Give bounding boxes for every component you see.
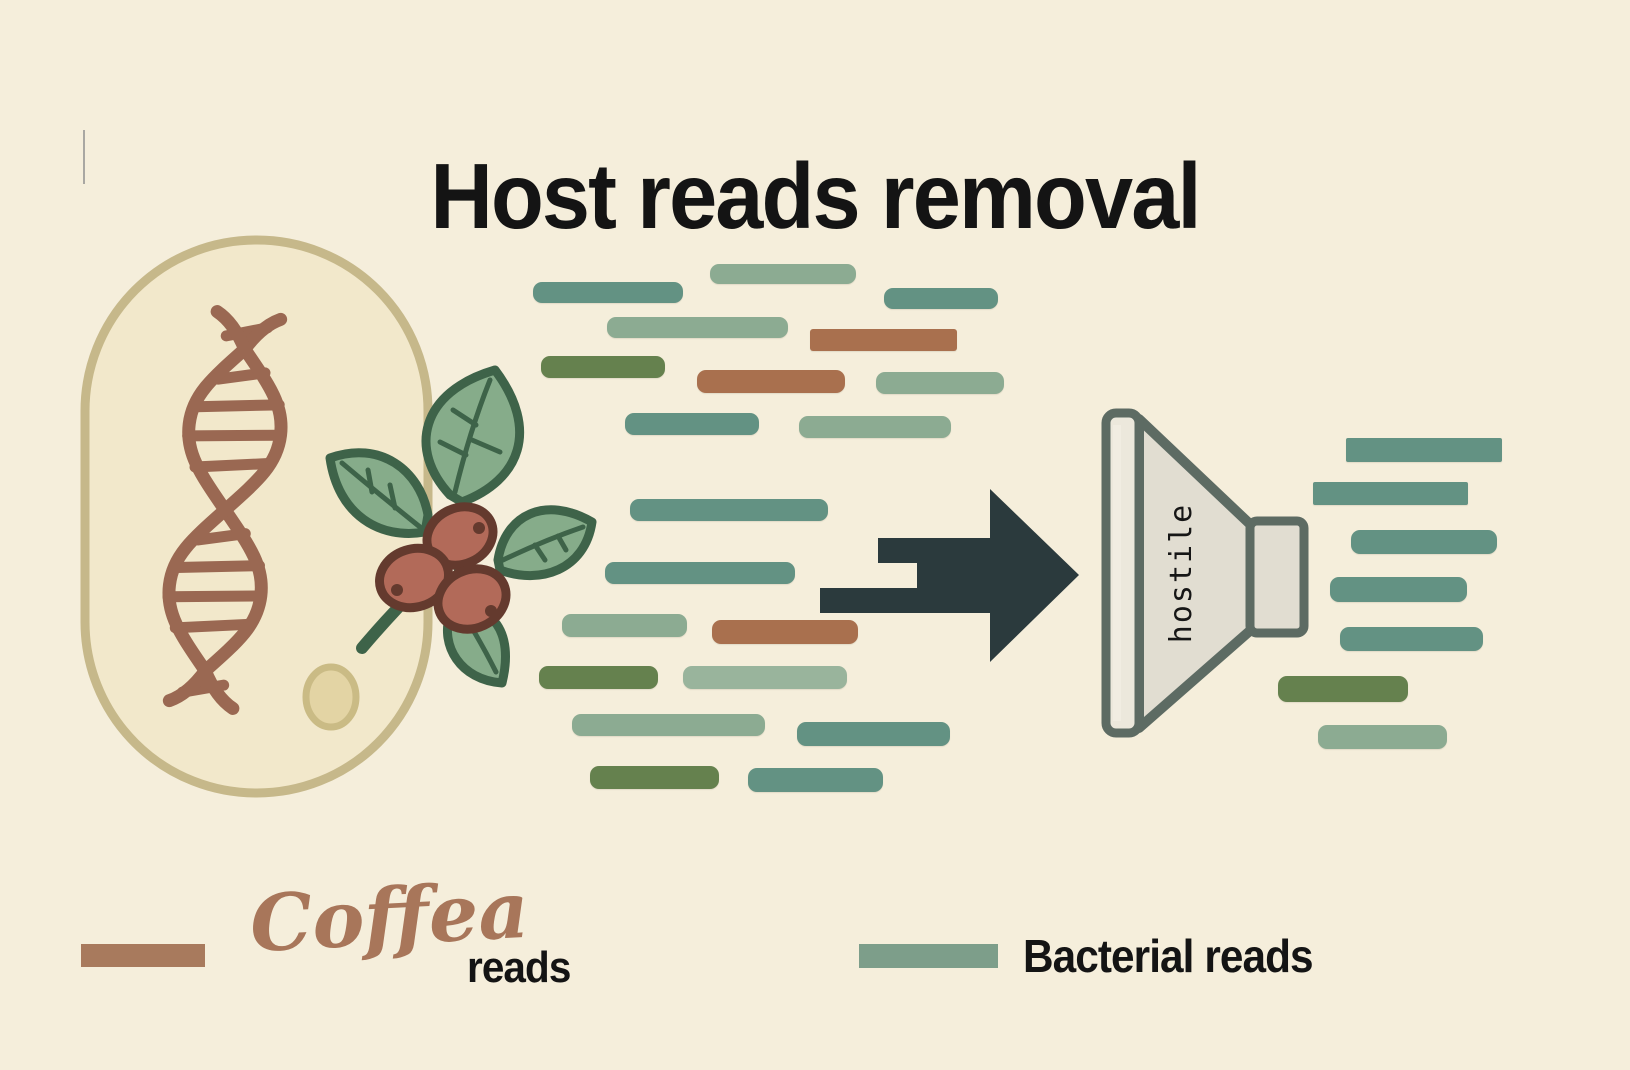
- input-read-bar-sage: [572, 714, 765, 736]
- input-read-bar-teal: [797, 722, 950, 746]
- leaf-veins: [339, 377, 586, 675]
- hostile-funnel: hostile: [1101, 408, 1309, 738]
- coffee-plant-icon: [325, 365, 597, 688]
- input-read-bar-sage: [607, 317, 788, 338]
- output-read-bar-teal: [1330, 577, 1467, 602]
- coffee-berries: [375, 502, 511, 634]
- input-read-bar-teal: [630, 499, 828, 521]
- input-read-bar-teal: [884, 288, 998, 309]
- output-read-bar-olive: [1278, 676, 1408, 702]
- output-read-bar-teal: [1340, 627, 1483, 651]
- input-read-bar-sage_light: [683, 666, 847, 689]
- bacterial-reads-swatch: [859, 944, 998, 968]
- coffea-reads-word: reads: [467, 943, 571, 992]
- input-read-bar-teal: [605, 562, 795, 584]
- output-read-bar-teal: [1313, 482, 1468, 505]
- input-read-bar-sage: [710, 264, 856, 284]
- funnel-mouth-highlight: [1113, 425, 1121, 721]
- output-read-bar-teal: [1351, 530, 1497, 554]
- berry-dots: [391, 522, 497, 617]
- dna-strands: [162, 305, 288, 715]
- input-read-bar-teal: [625, 413, 759, 435]
- funnel-mouth: [1101, 408, 1144, 738]
- diagram-title: Host reads removal: [430, 144, 1201, 249]
- funnel-spout: [1245, 516, 1309, 638]
- output-read-bar-teal: [1346, 438, 1502, 462]
- input-read-bar-brown: [712, 620, 858, 644]
- input-read-bar-sage: [799, 416, 951, 438]
- input-read-bar-sage: [562, 614, 687, 637]
- input-read-bar-brown: [810, 329, 957, 351]
- bacterial-reads-label: Bacterial reads: [1023, 930, 1314, 982]
- text-cursor-artifact: [83, 130, 85, 184]
- input-read-bar-sage: [876, 372, 1004, 394]
- host-cell: [80, 235, 433, 798]
- flow-arrow: [820, 489, 1079, 662]
- input-read-bar-olive: [541, 356, 665, 378]
- dna-helix-icon: [162, 305, 288, 715]
- input-read-bar-teal: [748, 768, 883, 792]
- input-read-bar-olive: [590, 766, 719, 789]
- funnel-tool-label: hostile: [1164, 503, 1199, 643]
- output-read-bar-sage: [1318, 725, 1447, 749]
- cell-organelle: [302, 663, 360, 731]
- coffea-reads-swatch: [81, 944, 205, 967]
- input-read-bar-olive: [539, 666, 658, 689]
- input-read-bar-teal: [533, 282, 683, 303]
- input-read-bar-brown: [697, 370, 845, 393]
